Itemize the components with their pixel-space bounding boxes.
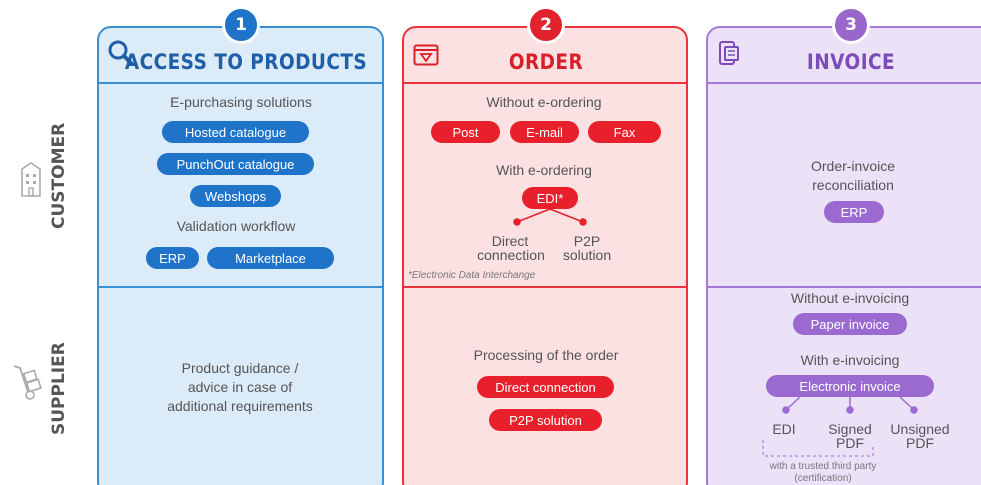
pill-post: Post <box>431 121 500 143</box>
invoice-heading-line-1: Order-invoice <box>810 158 896 174</box>
pill-hosted-catalogue: Hosted catalogue <box>162 121 309 143</box>
invoice-branch-signed-2: PDF <box>836 435 864 451</box>
access-heading-validation: Validation workflow <box>176 218 296 234</box>
invoice-header-divider <box>708 82 981 84</box>
order-branch-p2p-1: P2P <box>573 233 601 249</box>
pill-fax: Fax <box>588 121 661 143</box>
building-icon <box>21 162 41 197</box>
order-row-divider <box>404 286 686 288</box>
order-footnote: *Electronic Data Interchange <box>408 270 536 281</box>
invoice-row-divider <box>708 286 981 288</box>
invoice-note-line-2: (certification) <box>794 473 852 484</box>
access-heading-e-purchasing: E-purchasing solutions <box>170 94 312 110</box>
order-branch-p2p-2: solution <box>562 247 612 263</box>
access-supplier-line-1: Product guidance / <box>181 360 299 376</box>
invoice-column <box>706 26 981 485</box>
order-heading-without: Without e-ordering <box>486 94 602 110</box>
order-header-divider <box>404 82 686 84</box>
pill-p2p-solution: P2P solution <box>489 409 602 431</box>
pill-direct-connection: Direct connection <box>477 376 614 398</box>
invoice-heading-without: Without e-invoicing <box>790 290 910 306</box>
order-title: ORDER <box>508 50 584 74</box>
step-number-3: 3 <box>832 6 870 44</box>
pill-email: E-mail <box>510 121 579 143</box>
invoice-note-line-1: with a trusted third party <box>769 461 877 472</box>
access-supplier-line-2: advice in case of <box>187 379 293 395</box>
pill-erp-access: ERP <box>146 247 199 269</box>
magnifier-icon <box>108 40 134 66</box>
pill-erp-invoice: ERP <box>824 201 884 223</box>
pill-electronic-invoice: Electronic invoice <box>766 375 934 397</box>
invoice-heading-with: With e-invoicing <box>800 352 900 368</box>
invoice-device-icon <box>719 41 739 65</box>
pill-webshops: Webshops <box>190 185 281 207</box>
invoice-branch-edi: EDI <box>772 421 796 437</box>
invoice-branch-signed-1: Signed <box>828 421 872 437</box>
invoice-branch-unsigned-1: Unsigned <box>890 421 950 437</box>
step-number-2: 2 <box>527 6 565 44</box>
invoice-title: INVOICE <box>806 50 896 74</box>
pill-paper-invoice: Paper invoice <box>793 313 907 335</box>
pill-punchout-catalogue: PunchOut catalogue <box>157 153 314 175</box>
order-window-icon <box>413 44 439 66</box>
order-heading-with: With e-ordering <box>496 162 592 178</box>
step-number-1: 1 <box>222 6 260 44</box>
order-branch-direct-1: Direct <box>491 233 529 249</box>
invoice-branch-unsigned-2: PDF <box>906 435 934 451</box>
access-header-divider <box>99 82 382 84</box>
order-branch-direct-2: connection <box>477 247 545 263</box>
order-supplier-heading: Processing of the order <box>473 347 619 363</box>
access-title: ACCESS TO PRODUCTS <box>124 50 368 74</box>
invoice-heading-line-2: reconciliation <box>812 177 894 193</box>
access-row-divider <box>99 286 382 288</box>
customer-row-label: CUSTOMER <box>49 122 69 229</box>
access-supplier-line-3: additional requirements <box>167 398 313 414</box>
hand-truck-icon <box>13 365 42 400</box>
pill-edi-order: EDI* <box>522 187 578 209</box>
order-column <box>402 26 688 485</box>
supplier-row-label: SUPPLIER <box>49 342 69 435</box>
pill-marketplace: Marketplace <box>207 247 334 269</box>
